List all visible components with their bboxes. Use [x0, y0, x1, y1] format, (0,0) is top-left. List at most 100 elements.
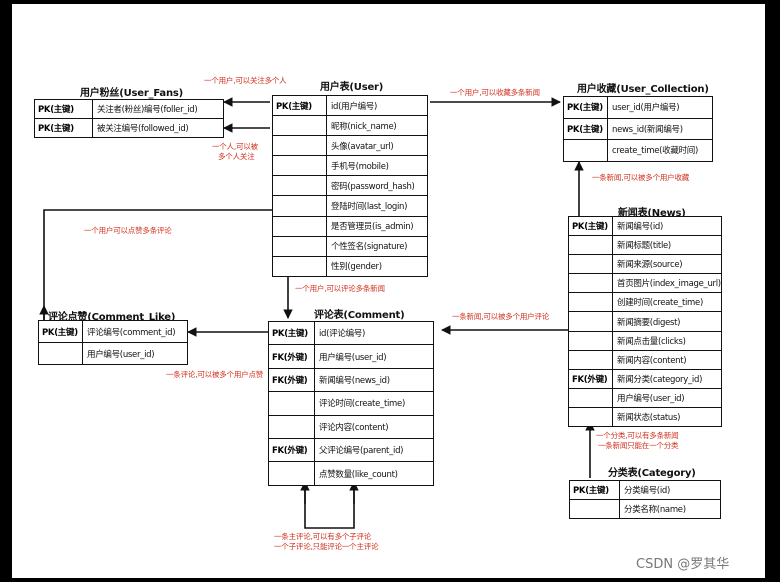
key-cell: PK(主键): [273, 96, 327, 116]
key-cell: FK(外键): [269, 438, 315, 462]
field-cell: 性别(gender): [331, 262, 382, 273]
key-cell: PK(主键): [35, 100, 93, 118]
table-row: 分类名称(name): [570, 500, 720, 518]
table-row: 是否管理员(is_admin): [273, 216, 427, 237]
field-cell: 新闻点击量(clicks): [617, 336, 686, 347]
key-cell: [569, 236, 613, 255]
field-cell: 评论编号(comment_id): [87, 327, 176, 338]
field-cell: 评论内容(content): [319, 422, 389, 433]
field-cell: 新闻来源(source): [617, 260, 683, 271]
key-cell: [269, 415, 315, 438]
key-cell: PK(主键): [35, 119, 93, 137]
note-self-b: 一个子评论,只能评论一个主评论: [274, 542, 379, 551]
field-cell: user_id(用户编号): [612, 103, 680, 114]
table-row: FK(外键) 新闻分类(category_id): [569, 369, 721, 389]
key-cell: [273, 156, 327, 176]
table-row: 评论时间(create_time): [269, 392, 433, 416]
key-cell: [564, 140, 608, 161]
table-row: 头像(avatar_url): [273, 136, 427, 157]
table-row: 用户编号(user_id): [39, 343, 187, 364]
comment-table-title: 评论表(Comment): [314, 310, 405, 321]
table-row: PK(主键) user_id(用户编号): [564, 97, 712, 119]
key-cell: [273, 216, 327, 236]
table-row: 评论内容(content): [269, 415, 433, 439]
table-row: create_time(收藏时间): [564, 140, 712, 161]
field-cell: 是否管理员(is_admin): [331, 222, 414, 233]
user-table: PK(主键) id(用户编号) 昵称(nick_name) 头像(avatar_url…: [272, 95, 428, 277]
key-cell: FK(外键): [269, 345, 315, 368]
field-cell: 被关注编号(followed_id): [97, 124, 189, 134]
note-comment-user: 一个用户,可以评论多条新闻: [295, 284, 385, 293]
field-cell: 昵称(nick_name): [331, 121, 397, 132]
key-cell: [569, 293, 613, 312]
table-row: 首页图片(index_image_url): [569, 274, 721, 294]
key-cell: [273, 196, 327, 216]
field-cell: 新闻标题(title): [617, 241, 671, 252]
note-like-user: 一个用户可以点赞多条评论: [84, 226, 172, 235]
table-row: FK(外键)新闻编号(news_id): [269, 368, 433, 393]
table-row: 密码(password_hash): [273, 176, 427, 197]
note-fans-1: 一个用户,可以关注多个人: [204, 76, 287, 85]
field-cell: 新闻分类(category_id): [617, 374, 703, 385]
key-cell: [570, 500, 620, 518]
key-cell: PK(主键): [564, 97, 608, 118]
note-self-a: 一条主评论,可以有多个子评论: [274, 532, 372, 541]
field-cell: news_id(新闻编号): [612, 124, 683, 135]
key-cell: PK(主键): [570, 481, 620, 499]
user-collection-table: PK(主键) user_id(用户编号) PK(主键) news_id(新闻编号)cr…: [563, 96, 713, 162]
key-cell: PK(主键): [564, 118, 608, 139]
table-row: 用户编号(user_id): [569, 388, 721, 408]
table-row: 新闻来源(source): [569, 255, 721, 275]
field-cell: 登陆时间(last_login): [331, 202, 408, 213]
field-cell: 点赞数量(like_count): [319, 469, 398, 480]
user-like-line: [43, 209, 272, 322]
table-row: PK(主键) 关注者(粉丝)编号(foller_id): [35, 100, 223, 119]
table-row: PK(主键) 新闻编号(id): [569, 217, 721, 237]
field-cell: id(评论编号): [319, 329, 365, 340]
key-cell: FK(外键): [569, 369, 613, 388]
table-row: PK(主键) 被关注编号(followed_id): [35, 119, 223, 137]
comment-table: PK(主键) id(评论编号) FK(外键) 用户编号(user_id) FK(外键)新…: [268, 321, 434, 486]
field-cell: 首页图片(index_image_url): [617, 279, 721, 290]
comment-like-table-title: 评论点赞(Comment_Like): [48, 312, 176, 323]
key-cell: [569, 407, 613, 427]
key-cell: [273, 116, 327, 136]
field-cell: 头像(avatar_url): [331, 141, 394, 152]
er-diagram: 用户表(User) PK(主键) id(用户编号) 昵称(nick_name) 头像(…: [12, 4, 765, 578]
field-cell: 新闻编号(id): [617, 222, 663, 233]
table-row: FK(外键) 用户编号(user_id): [269, 345, 433, 369]
key-cell: FK(外键): [269, 368, 315, 392]
table-row: 登陆时间(last_login): [273, 196, 427, 217]
key-cell: [569, 331, 613, 350]
note-collection-user: 一个用户,可以收藏多条新闻: [450, 88, 540, 97]
field-cell: 用户编号(user_id): [87, 349, 155, 360]
key-cell: [39, 343, 83, 364]
news-table: PK(主键) 新闻编号(id) 新闻标题(title) 新闻来源(source) 首页图…: [568, 216, 722, 428]
table-row: 新闻点击量(clicks): [569, 331, 721, 351]
field-cell: 分类名称(name): [624, 505, 686, 515]
field-cell: 密码(password_hash): [331, 181, 415, 192]
field-cell: 用户编号(user_id): [319, 352, 387, 363]
key-cell: [569, 350, 613, 369]
news-table-title: 新闻表(News): [618, 208, 686, 219]
table-row: 性别(gender): [273, 256, 427, 276]
table-row: 个性签名(signature): [273, 236, 427, 257]
table-row: 新闻内容(content): [569, 350, 721, 370]
note-fans-2b: 多个人关注: [218, 152, 255, 161]
key-cell: PK(主键): [569, 217, 613, 236]
field-cell: 关注者(粉丝)编号(foller_id): [97, 105, 198, 115]
note-like-comment: 一条评论,可以被多个用户点赞: [166, 370, 264, 379]
field-cell: id(用户编号): [331, 101, 377, 112]
table-row: FK(外键)父评论编号(parent_id): [269, 438, 433, 463]
key-cell: [269, 462, 315, 485]
user-table-title: 用户表(User): [320, 82, 384, 93]
user-fans-table-title: 用户粉丝(User_Fans): [80, 88, 183, 99]
field-cell: 新闻摘要(digest): [617, 317, 681, 328]
table-row: 新闻摘要(digest): [569, 312, 721, 332]
note-collection-news: 一条新闻,可以被多个用户收藏: [592, 173, 690, 182]
key-cell: PK(主键): [269, 322, 315, 345]
key-cell: [273, 236, 327, 256]
user-fans-table: PK(主键) 关注者(粉丝)编号(foller_id) PK(主键) 被关注编号(fo…: [34, 99, 224, 138]
field-cell: 评论时间(create_time): [319, 399, 405, 410]
field-cell: 用户编号(user_id): [617, 393, 685, 404]
